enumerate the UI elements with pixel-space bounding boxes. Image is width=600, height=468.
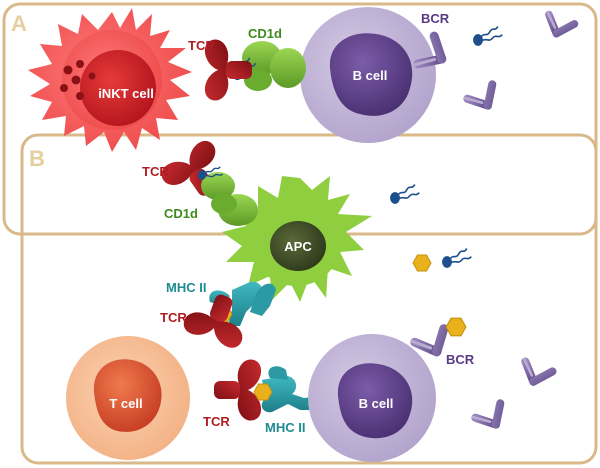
b-cell-top: B cell [300, 7, 436, 143]
mhc2-bottom-label: MHC II [265, 420, 305, 435]
tcr-top-label: TCR [188, 38, 215, 53]
b-cell-bottom-label: B cell [359, 396, 394, 411]
bcr-bottom-label: BCR [446, 352, 475, 367]
inkt-cell-label: iNKT cell [98, 86, 154, 101]
free-peptide-antigen [412, 254, 432, 272]
free-lipid-antigen-1 [389, 183, 421, 205]
t-cell: T cell [66, 336, 190, 460]
b-cell-bottom: B cell [308, 334, 436, 462]
peptide-antigen-mhc2-bottom [253, 383, 273, 401]
tcr-bottom-label: TCR [203, 414, 230, 429]
cd1d-top-label: CD1d [248, 26, 282, 41]
free-antibody-1 [536, 12, 575, 54]
free-antibody-2 [465, 83, 510, 129]
free-antibody-3 [512, 359, 553, 403]
cd1d-mid [201, 172, 258, 226]
tcr-lower-label: TCR [160, 310, 187, 325]
lipid-antigen-top-bcr [472, 25, 504, 47]
panel-b-label: B [29, 146, 45, 171]
free-antibody-4 [473, 402, 518, 448]
bcr-top-label: BCR [421, 11, 450, 26]
panel-a-label: A [11, 11, 27, 36]
apc-cell-label: APC [284, 239, 312, 254]
panel-b-frame [20, 133, 598, 465]
tcr-mid-label: TCR [142, 164, 169, 179]
t-cell-label: T cell [109, 396, 142, 411]
b-cell-top-label: B cell [353, 68, 388, 83]
tcr-bottom-receptor [214, 359, 262, 421]
peptide-antigen-bcr-bottom [445, 317, 467, 337]
cd1d-mid-label: CD1d [164, 206, 198, 221]
mhc2-bottom [261, 366, 320, 413]
apc-cell: APC [222, 176, 372, 302]
free-lipid-antigen-2 [441, 247, 473, 269]
mhc2-mid-label: MHC II [166, 280, 206, 295]
inkt-cell: iNKT cell [28, 8, 192, 152]
